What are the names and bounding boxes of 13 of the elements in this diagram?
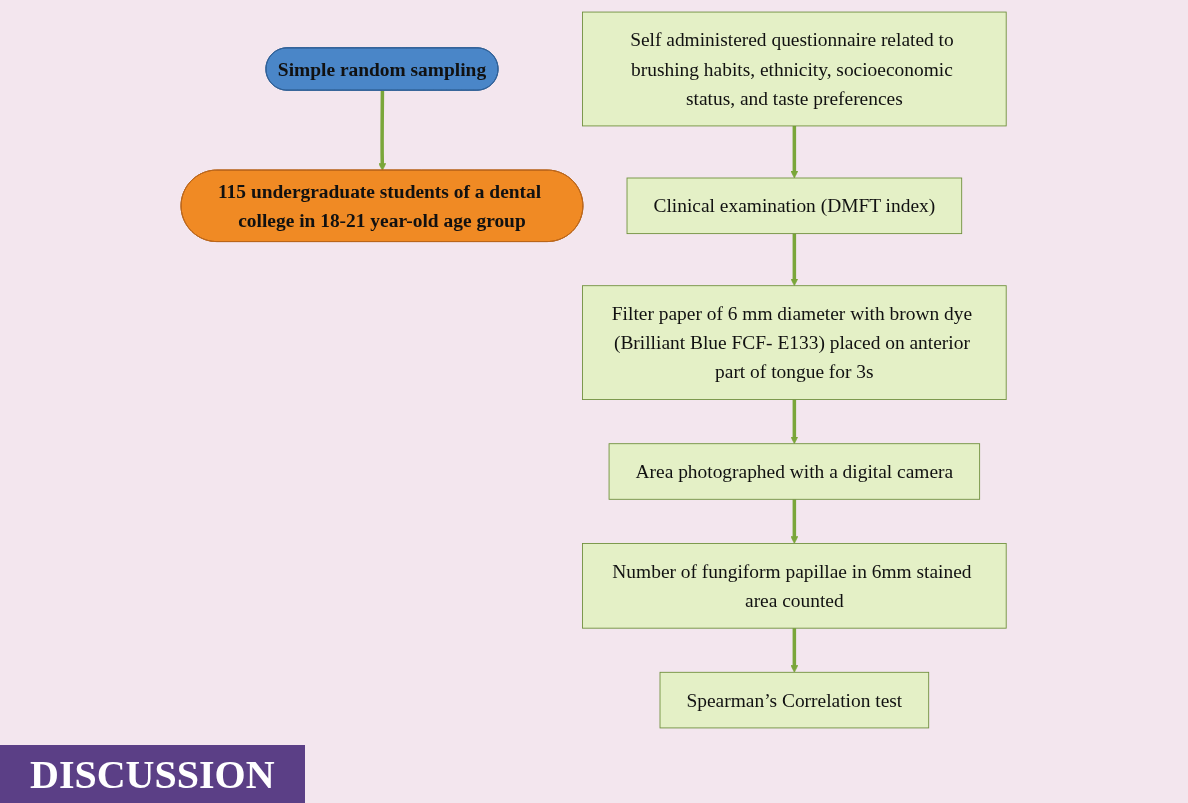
node-box: Clinical examination (DMFT index): [626, 177, 963, 235]
node-box: Filter paper of 6 mm diameter with brown dye (Brilliant Blue FCF- E133) placed on anterior part of tongue for 3s: [582, 285, 1007, 400]
node-box: Self administered questionnaire related to brushing habits, ethnicity, socioeconomic status, and taste preferences: [582, 11, 1007, 127]
node-box: Area photographed with a digital camera: [609, 443, 981, 500]
node-box: Number of fungiform papillae in 6mm stained area counted: [582, 543, 1007, 629]
arrow: [790, 125, 799, 179]
arrow: [790, 499, 799, 544]
node-box: Spearman’s Correlation test: [659, 671, 930, 729]
arrow: [790, 233, 799, 287]
section-heading: DISCUSSION: [0, 745, 305, 803]
arrow: [790, 628, 799, 673]
arrow: [378, 90, 387, 171]
arrow: [790, 399, 799, 445]
